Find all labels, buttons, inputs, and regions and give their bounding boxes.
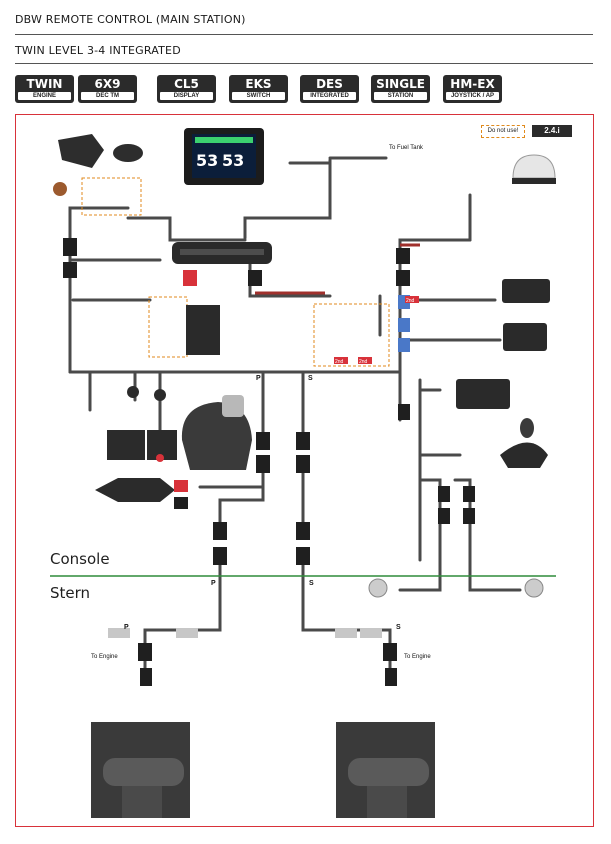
- helm-pump: [95, 478, 175, 502]
- fuel-tank-label: To Fuel Tank: [389, 145, 423, 151]
- to-engine-left-label: To Engine: [91, 654, 118, 660]
- port-label-mid: P: [211, 580, 216, 587]
- second-tag-1: 2nd: [406, 298, 415, 304]
- controller-unit: [186, 305, 220, 355]
- buzzer: [53, 182, 67, 196]
- starboard-label-top: S: [308, 375, 313, 382]
- second-tag-3: 2nd: [359, 359, 368, 365]
- joystick: [500, 442, 548, 468]
- key-switch: [58, 134, 104, 168]
- joystick-controller: [456, 379, 510, 409]
- speed-sensor-left: [368, 578, 388, 598]
- engine-left: [91, 722, 190, 818]
- starboard-label-mid: S: [309, 580, 314, 587]
- do-not-use-note: Do not use!: [481, 125, 525, 138]
- second-tags: 2nd 2nd 2nd: [334, 296, 419, 365]
- subtitle-divider: [15, 63, 593, 64]
- title-divider: [15, 34, 593, 35]
- diagram-frame: [15, 114, 594, 827]
- display-left-value: 53: [196, 151, 218, 170]
- gps-antenna: [512, 154, 556, 179]
- optional-groups: [81, 177, 390, 367]
- engine-right: [336, 722, 435, 818]
- console-label: Console: [50, 550, 110, 568]
- main-cables: [68, 156, 522, 672]
- remote-fob: [113, 144, 143, 162]
- starboard-label-bottom: S: [396, 624, 401, 631]
- page-title: DBW REMOTE CONTROL (MAIN STATION): [15, 13, 246, 26]
- connectors: [63, 238, 475, 686]
- page-subtitle: TWIN LEVEL 3-4 INTEGRATED: [15, 44, 181, 57]
- diagram-code: 2.4.i: [532, 125, 572, 137]
- to-engine-right-label: To Engine: [404, 654, 431, 660]
- autopilot-module: [503, 323, 547, 351]
- port-label-top: P: [256, 375, 261, 382]
- switch-keypad: [502, 279, 550, 303]
- port-label-bottom: P: [124, 624, 129, 631]
- stern-label: Stern: [50, 584, 91, 602]
- display-right-value: 53: [222, 151, 244, 170]
- second-tag-2: 2nd: [335, 359, 344, 365]
- throttle-binnacle: [181, 402, 252, 470]
- switch-panel: [107, 430, 145, 460]
- speed-sensor-right: [524, 578, 544, 598]
